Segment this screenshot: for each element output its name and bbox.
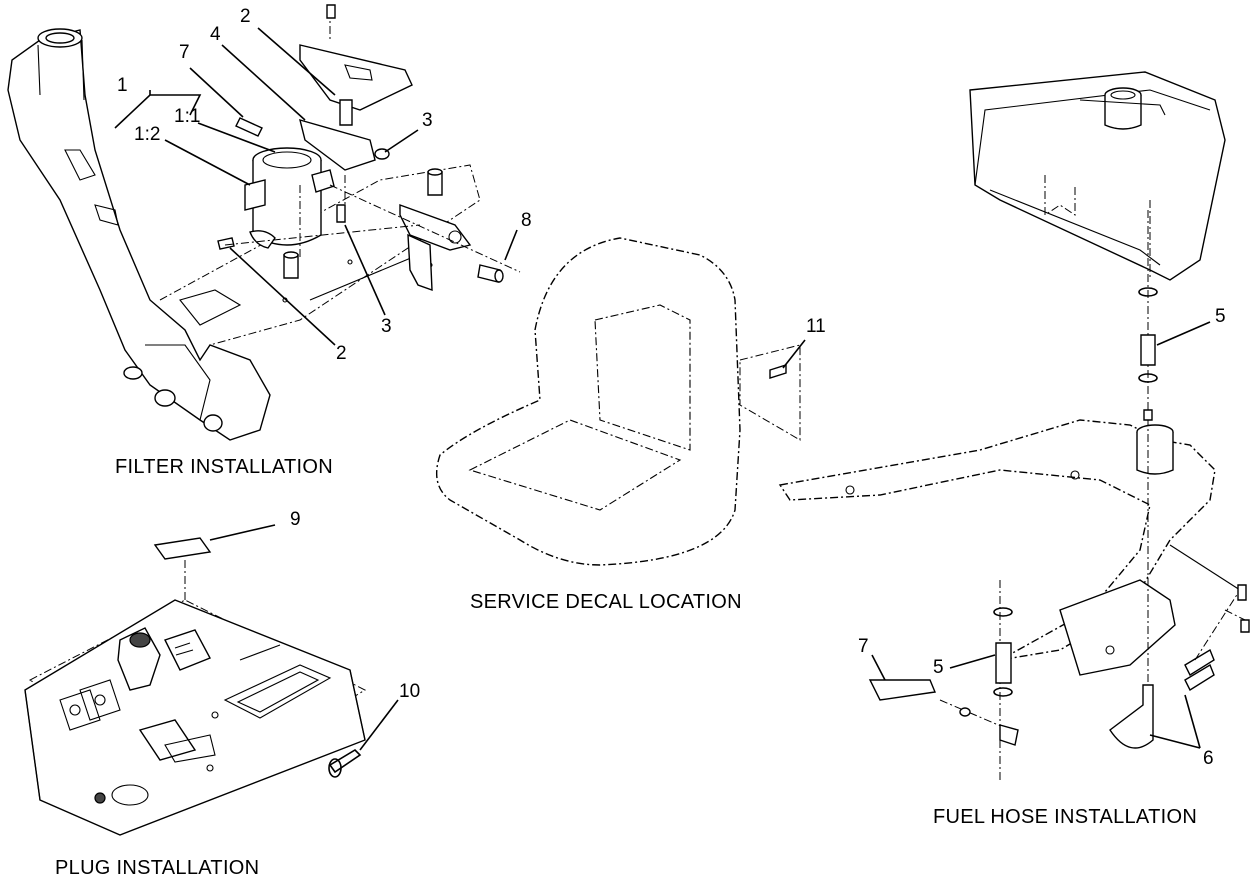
fuel-hoses-and-clamps <box>868 210 1250 780</box>
fuel-tank <box>969 71 1226 281</box>
callout-5-bottom: 5 <box>933 657 944 678</box>
callout-1-1: 1:1 <box>174 106 201 127</box>
control-panel <box>24 599 366 836</box>
callout-7-fuel: 7 <box>858 636 869 657</box>
frame-tube <box>7 28 271 441</box>
fuel-hose-installation-drawing <box>778 71 1250 780</box>
callout-1-2: 1:2 <box>134 124 161 145</box>
callout-3-right: 3 <box>422 110 433 131</box>
fuel-filter <box>244 147 335 249</box>
callout-6: 6 <box>1203 748 1214 769</box>
callout-5-top: 5 <box>1215 306 1226 327</box>
fuel-leader-lines <box>871 321 1211 749</box>
filter-installation-drawing <box>7 4 521 441</box>
plug-installation-title: PLUG INSTALLATION <box>55 857 260 879</box>
callout-10: 10 <box>399 681 421 702</box>
callout-4: 4 <box>210 24 221 45</box>
callout-8: 8 <box>521 210 532 231</box>
filter-bracket <box>299 4 413 171</box>
plug-installation-drawing <box>24 524 399 836</box>
filter-installation-title: FILTER INSTALLATION <box>115 456 333 478</box>
callout-2-top: 2 <box>240 6 251 27</box>
callout-7-filter: 7 <box>179 42 190 63</box>
plug-tie <box>328 748 362 778</box>
filter-leader-lines <box>114 27 518 346</box>
fuel-hose-installation-title: FUEL HOSE INSTALLATION <box>933 806 1198 828</box>
seat-drawing <box>436 237 806 566</box>
service-decal-location-title: SERVICE DECAL LOCATION <box>470 591 742 613</box>
callout-3-bottom: 3 <box>381 316 392 337</box>
callout-9: 9 <box>290 509 301 530</box>
fuel-frame <box>778 419 1241 676</box>
callout-2-bottom: 2 <box>336 343 347 364</box>
callout-11: 11 <box>806 316 826 337</box>
filter-small-parts <box>217 117 521 292</box>
callout-1: 1 <box>117 75 128 96</box>
